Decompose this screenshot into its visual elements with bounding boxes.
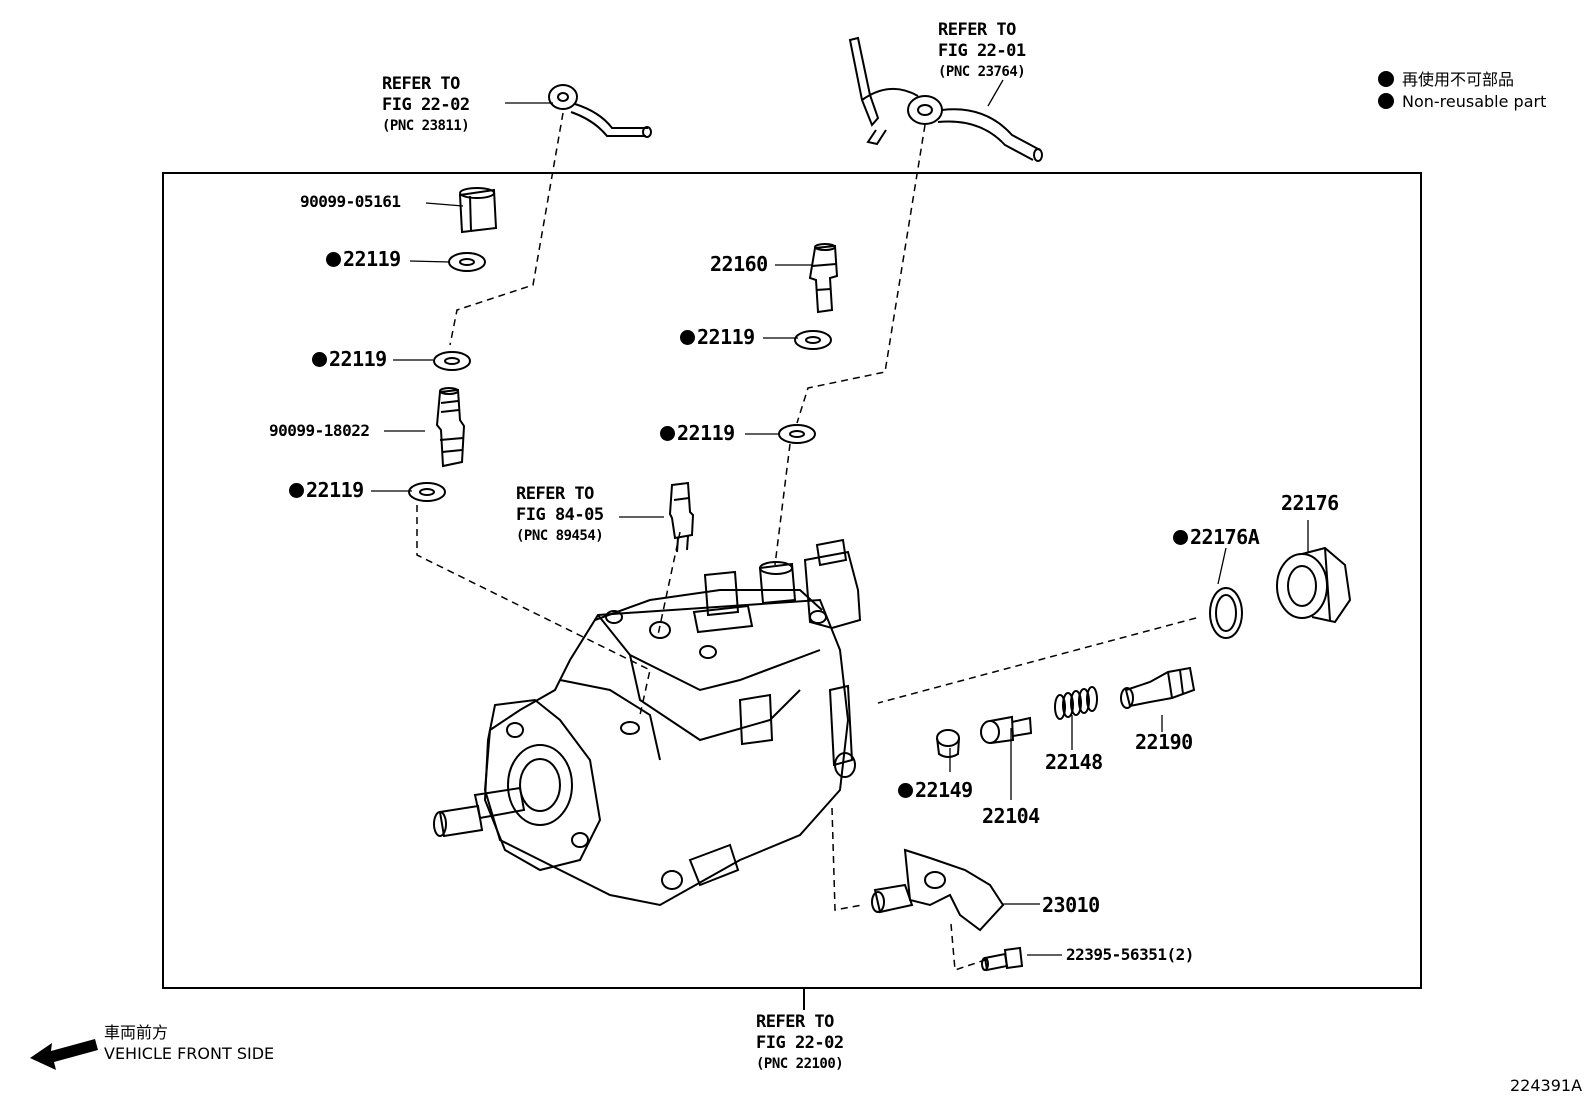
- leader-lines: [371, 79, 1309, 956]
- cap-90099-05161: [458, 187, 498, 234]
- non-reusable-dot-icon: [1173, 530, 1188, 545]
- non-reusable-dot-icon: [312, 352, 327, 367]
- legend-non-reusable-en: Non-reusable part: [1378, 92, 1546, 111]
- ref-line: FIG 22-02: [382, 95, 470, 115]
- ref-line: REFER TO: [756, 1012, 834, 1032]
- part-label-22190[interactable]: 22190: [1135, 730, 1193, 754]
- gaskets-22119: [408, 252, 832, 502]
- diagram-frame: [162, 172, 1422, 989]
- plug-22176: [1276, 546, 1352, 624]
- bolt-22160: [808, 243, 839, 314]
- figure-id: 224391A: [1510, 1076, 1583, 1095]
- ref-pnc: (PNC 23764): [938, 64, 1026, 80]
- part-label-22119[interactable]: 22119: [326, 249, 401, 269]
- part-label-22119[interactable]: 22119: [289, 480, 364, 500]
- ref-pnc: (PNC 89454): [516, 528, 604, 544]
- non-reusable-dot-icon: [660, 426, 675, 441]
- part-label-23010[interactable]: 23010: [1042, 893, 1100, 917]
- ref-line: FIG 22-02: [756, 1033, 844, 1053]
- screw-22395: [981, 946, 1024, 972]
- part-label-22119[interactable]: 22119: [660, 423, 735, 443]
- legend-non-reusable-jp: 再使用不可部品: [1378, 66, 1514, 90]
- ref-line: REFER TO: [382, 74, 460, 94]
- non-reusable-dot-icon: [680, 330, 695, 345]
- part-label-22119[interactable]: 22119: [312, 349, 387, 369]
- non-reusable-dot-icon: [1378, 93, 1394, 109]
- pump-body: [433, 538, 862, 907]
- vehicle-front-jp: 車両前方: [104, 1023, 169, 1042]
- valve-22190: [1120, 666, 1196, 709]
- valve-23010: [871, 848, 1005, 932]
- pipe-23811: [548, 84, 652, 138]
- ref-pnc: (PNC 23811): [382, 118, 470, 134]
- ref-line: REFER TO: [938, 20, 1016, 40]
- non-reusable-dot-icon: [326, 252, 341, 267]
- part-label-22160[interactable]: 22160: [710, 252, 768, 276]
- ref-fig-84-05-pnc-89454[interactable]: REFER TO FIG 84-05 (PNC 89454): [516, 484, 604, 547]
- non-reusable-dot-icon: [1378, 71, 1394, 87]
- plunger-22104: [980, 715, 1033, 744]
- ref-line: REFER TO: [516, 484, 594, 504]
- sensor-89454: [668, 481, 695, 553]
- part-label-22119[interactable]: 22119: [680, 327, 755, 347]
- ref-line: FIG 84-05: [516, 505, 604, 525]
- cup-22149: [936, 729, 960, 758]
- ref-fig-22-01-pnc-23764[interactable]: REFER TO FIG 22-01 (PNC 23764): [938, 20, 1026, 83]
- ref-fig-22-02-pnc-22100[interactable]: REFER TO FIG 22-02 (PNC 22100): [756, 1012, 844, 1075]
- vehicle-front-note: 車両前方 VEHICLE FRONT SIDE: [104, 1022, 274, 1064]
- part-label-22148[interactable]: 22148: [1045, 750, 1103, 774]
- gasket-22176A: [1209, 587, 1243, 639]
- part-label-22176[interactable]: 22176: [1281, 491, 1339, 515]
- front-arrow-icon: [30, 1039, 98, 1070]
- non-reusable-dot-icon: [898, 783, 913, 798]
- part-label-22395-56351[interactable]: 22395-56351(2): [1066, 945, 1194, 964]
- ref-fig-22-02-pnc-23811[interactable]: REFER TO FIG 22-02 (PNC 23811): [382, 74, 470, 137]
- part-label-22149[interactable]: 22149: [898, 780, 973, 800]
- part-label-22104[interactable]: 22104: [982, 804, 1040, 828]
- part-label-22176A[interactable]: 22176A: [1173, 527, 1260, 547]
- non-reusable-dot-icon: [289, 483, 304, 498]
- spring-22148: [1054, 686, 1098, 720]
- vehicle-front-en: VEHICLE FRONT SIDE: [104, 1044, 275, 1063]
- bolt-90099-18022: [435, 387, 466, 468]
- ref-pnc: (PNC 22100): [756, 1056, 844, 1072]
- part-label-90099-18022[interactable]: 90099-18022: [269, 421, 370, 440]
- ref-line: FIG 22-01: [938, 41, 1026, 61]
- pipe-23764: [848, 36, 1043, 162]
- part-label-90099-05161[interactable]: 90099-05161: [300, 192, 401, 211]
